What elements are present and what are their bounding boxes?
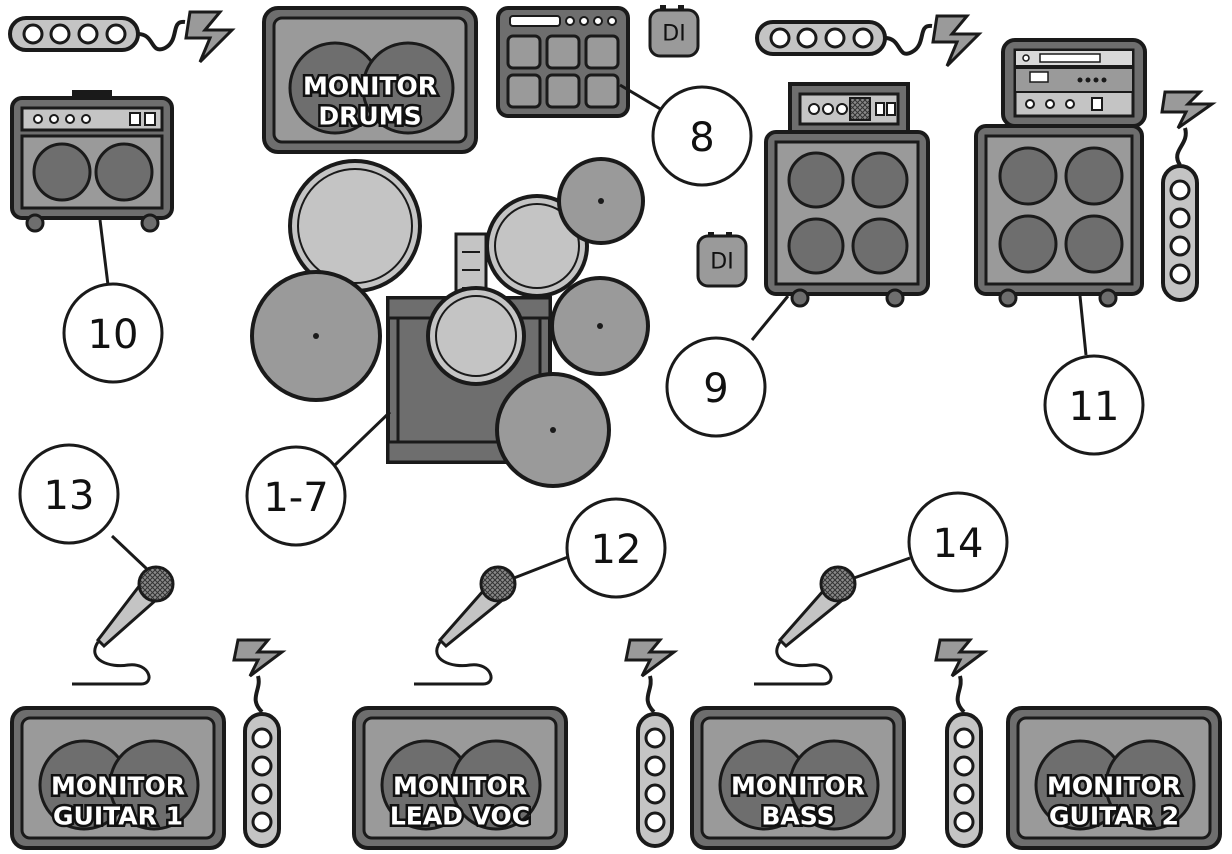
monitor-label-line1: MONITOR <box>303 72 437 101</box>
channel-badge: 10 <box>64 284 162 382</box>
power-strip-vertical <box>626 640 674 846</box>
guitar-rig <box>976 40 1145 355</box>
power-strip-vertical <box>936 640 984 846</box>
channel-badge: 11 <box>1045 356 1143 454</box>
monitor-drums: MONITOR DRUMS <box>264 8 476 152</box>
channel-badge: 14 <box>909 493 1007 591</box>
drum-pad <box>498 8 662 116</box>
monitor-label-line1: MONITOR <box>393 772 527 801</box>
badge-number: 10 <box>88 312 139 358</box>
monitor-lead-voc: MONITOR LEAD VOC <box>354 708 566 848</box>
badge-number: 13 <box>44 473 95 519</box>
di-label: DI <box>710 250 733 275</box>
monitor-label-line2: BASS <box>761 802 834 831</box>
monitor-label-line2: GUITAR 1 <box>53 802 183 831</box>
power-strip-top-left <box>10 18 185 50</box>
combo-amp <box>12 90 172 285</box>
power-bolt-icon <box>186 12 232 62</box>
badge-number: 1-7 <box>263 475 328 521</box>
power-strip-vertical <box>234 640 282 846</box>
monitor-label-line1: MONITOR <box>1047 772 1181 801</box>
badge-number: 14 <box>933 521 984 567</box>
monitor-label-line2: DRUMS <box>318 102 421 131</box>
power-strip-vertical <box>1162 92 1212 300</box>
microphone-icon <box>72 536 173 684</box>
badge-number: 11 <box>1069 384 1120 430</box>
bass-rig <box>752 84 928 340</box>
channel-badge: 8 <box>653 87 751 185</box>
channel-badge: 9 <box>667 338 765 436</box>
power-strip-top-right <box>757 22 932 54</box>
badge-number: 12 <box>591 527 642 573</box>
drum-kit <box>252 159 648 486</box>
di-label: DI <box>662 22 685 47</box>
monitor-guitar-2: MONITOR GUITAR 2 <box>1008 708 1220 848</box>
microphone-icon <box>754 558 910 684</box>
power-bolt-icon <box>933 16 979 66</box>
microphone-icon <box>414 557 568 684</box>
monitor-bass: MONITOR BASS <box>692 708 904 848</box>
di-box: DI <box>650 5 698 56</box>
monitor-guitar-1: MONITOR GUITAR 1 <box>12 708 224 848</box>
badge-number: 8 <box>689 115 714 161</box>
channel-badge: 12 <box>567 499 665 597</box>
channel-badge: 13 <box>20 445 118 543</box>
monitor-label-line2: LEAD VOC <box>390 802 530 831</box>
monitor-label-line2: GUITAR 2 <box>1049 802 1179 831</box>
monitor-label-line1: MONITOR <box>731 772 865 801</box>
monitor-label-line1: MONITOR <box>51 772 185 801</box>
channel-badge: 1-7 <box>247 447 345 545</box>
badge-number: 9 <box>703 366 728 412</box>
di-box: DI <box>698 232 746 286</box>
